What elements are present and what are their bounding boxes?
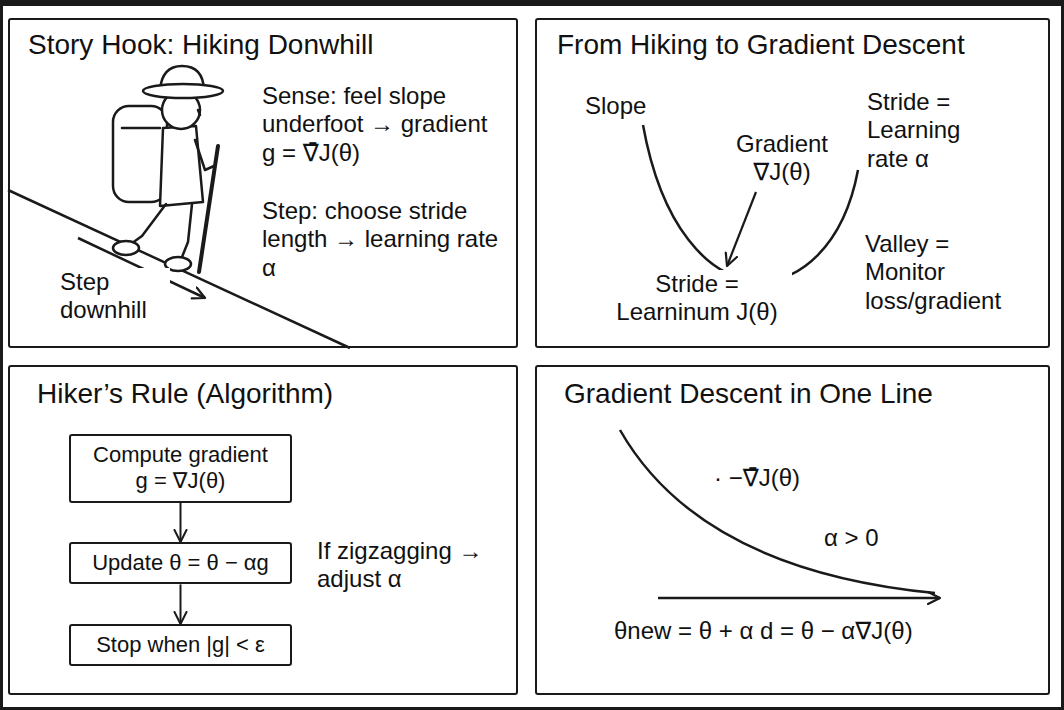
- update-formula: θnew = θ + α d = θ − α∇J(θ): [614, 617, 913, 645]
- note-text: Sense: feel slope underfoot → gradient g…: [262, 82, 500, 167]
- flow-arrow: [180, 503, 182, 542]
- backpack-strap: [122, 127, 160, 130]
- process-box: Compute gradient g = ∇̄J(θ): [69, 434, 292, 503]
- box-text: Update θ = θ − αg: [79, 550, 282, 576]
- hiker-boot: [113, 241, 139, 255]
- hiking-pole: [199, 146, 218, 272]
- hiker-body: [160, 126, 203, 206]
- note-text: Stride = Learning rate α: [867, 88, 1002, 173]
- arrow-label: Gradient ∇J(θ): [722, 130, 842, 187]
- panel-title: From Hiking to Gradient Descent: [557, 28, 1037, 62]
- hiker-leg: [128, 204, 166, 246]
- analogy-panel: From Hiking to Gradient DescentSlopeGrad…: [535, 18, 1050, 348]
- box-text: Compute gradient g = ∇̄J(θ): [89, 442, 272, 495]
- hiker-eye: [198, 110, 200, 115]
- hiker-arm: [195, 140, 214, 170]
- curve-label: Slope: [585, 92, 675, 120]
- panel-title: Hiker’s Rule (Algorithm): [37, 377, 507, 411]
- process-box: Stop when |g| < ε: [69, 624, 292, 666]
- loss-curve: [643, 125, 858, 281]
- vector-label: · −∇̄J(θ): [714, 464, 800, 492]
- flow-arrow: [180, 584, 182, 624]
- hiker-leg: [180, 204, 192, 262]
- note-text: Step: choose stride length → learning ra…: [262, 197, 502, 282]
- panel-title: Story Hook: Hiking Donwhill: [28, 28, 508, 62]
- gradient-arrow: [727, 192, 756, 266]
- hat-brim: [143, 84, 223, 98]
- formula-panel: Gradient Descent in One Line · −∇̄J(θ) α >…: [535, 365, 1050, 695]
- descent-curve: [620, 430, 935, 593]
- process-box: Update θ = θ − αg: [69, 542, 292, 584]
- algorithm-panel: Hiker’s Rule (Algorithm) If zigzagging → …: [8, 365, 518, 695]
- box-text: Stop when |g| < ε: [79, 632, 282, 658]
- panel-title: Gradient Descent in One Line: [564, 377, 1034, 411]
- hiker-figure: [113, 66, 223, 272]
- condition-label: α > 0: [824, 524, 879, 552]
- arrow-label: Step downhill: [60, 268, 170, 325]
- top-band: [0, 0, 1064, 6]
- story-panel: Story Hook: Hiking DonwhillSense: feel s…: [8, 18, 518, 348]
- backpack: [113, 106, 167, 202]
- curve-label: Stride = Learninum J(θ): [602, 270, 792, 327]
- note-text: If zigzagging → adjust α: [317, 537, 512, 594]
- direction-arrow: [658, 597, 940, 600]
- note-text: Valley = Monitor loss/gradient: [865, 230, 1035, 315]
